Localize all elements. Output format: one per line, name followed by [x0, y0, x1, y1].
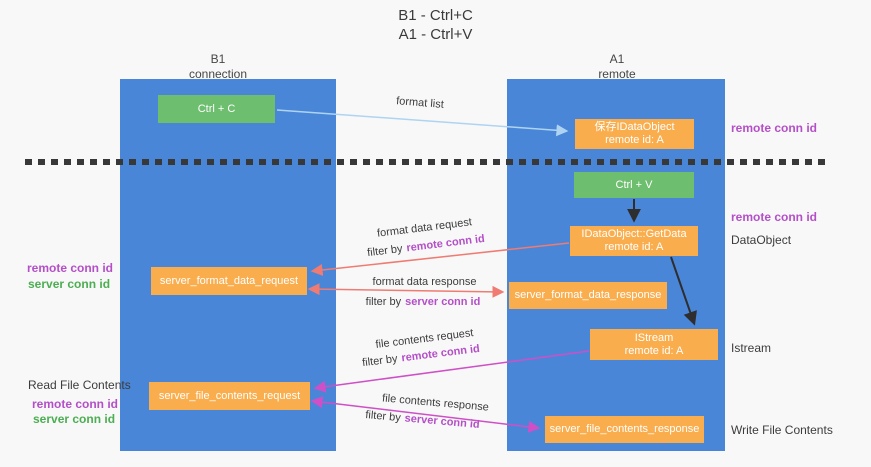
format-list-label: format list — [395, 95, 445, 111]
lifeline-header-a1: A1 remote — [567, 52, 667, 82]
server-format-data-request-label: server_format_data_request — [159, 274, 299, 287]
lifeline-a1-name: A1 — [609, 52, 625, 66]
lifeline-header-b1: B1 connection — [168, 52, 268, 82]
server-file-contents-request-box: server_file_contents_request — [149, 382, 310, 410]
ctrl-c-box: Ctrl + C — [158, 95, 275, 123]
ctrl-c-label: Ctrl + C — [197, 102, 236, 115]
getdata-line1: IDataObject::GetData — [581, 228, 687, 240]
filter-by-text: filter by — [361, 352, 399, 370]
istream-line2: remote id: A — [624, 344, 684, 357]
dataobject-label: DataObject — [731, 233, 792, 247]
save-dataobject-line2: remote id: A — [605, 134, 664, 146]
left-server-conn-id-label: server conn id — [28, 277, 111, 291]
format-data-response-label: format data response — [372, 276, 477, 288]
server-conn-id-text: server conn id — [405, 296, 481, 308]
server-format-data-response-box: server_format_data_response — [509, 282, 667, 309]
getdata-box: IDataObject::GetData remote id: A — [570, 226, 698, 256]
lifeline-b1-name: B1 — [210, 52, 226, 66]
filter-by-text: filter by — [366, 242, 404, 260]
server-conn-id-text: server conn id — [404, 412, 481, 431]
left-server-conn-id-label-2: server conn id — [33, 412, 116, 426]
right-remote-conn-id-label-top: remote conn id — [731, 121, 818, 135]
filter-by-text: filter by — [365, 296, 402, 308]
filter-by-text: filter by — [364, 409, 402, 425]
left-remote-conn-id-label: remote conn id — [27, 261, 114, 275]
getdata-line2: remote id: A — [604, 241, 664, 253]
ctrl-v-label: Ctrl + V — [615, 178, 653, 191]
lifeline-b1-role: connection — [188, 67, 248, 81]
server-file-contents-response-box: server_file_contents_response — [545, 416, 704, 443]
ctrl-v-box: Ctrl + V — [574, 172, 694, 198]
server-file-contents-response-label: server_file_contents_response — [549, 423, 700, 435]
server-file-contents-request-label: server_file_contents_request — [158, 389, 301, 402]
arrow-format-data-response — [307, 283, 505, 298]
left-remote-conn-id-label-2: remote conn id — [32, 397, 119, 411]
save-dataobject-box: 保存IDataObject remote id: A — [575, 119, 694, 149]
istream-line1: IStream — [634, 331, 674, 344]
title-line-2: A1 - Ctrl+V — [398, 26, 473, 43]
server-format-data-request-box: server_format_data_request — [151, 267, 307, 295]
server-format-data-response-label: server_format_data_response — [514, 289, 662, 301]
write-file-contents-label: Write File Contents — [731, 423, 833, 437]
title-line-1: B1 - Ctrl+C — [398, 7, 473, 24]
copy-paste-separator-line — [25, 159, 831, 165]
read-file-contents-label: Read File Contents — [28, 378, 131, 392]
save-dataobject-line1: 保存IDataObject — [594, 121, 675, 133]
remote-conn-id-text: remote conn id — [405, 232, 486, 255]
istream-box: IStream remote id: A — [590, 329, 718, 360]
istream-side-label: Istream — [731, 341, 772, 355]
right-remote-conn-id-label-mid: remote conn id — [731, 210, 818, 224]
lifeline-a1-role: remote — [598, 67, 636, 81]
diagram-title: B1 - Ctrl+C A1 - Ctrl+V — [0, 6, 871, 44]
